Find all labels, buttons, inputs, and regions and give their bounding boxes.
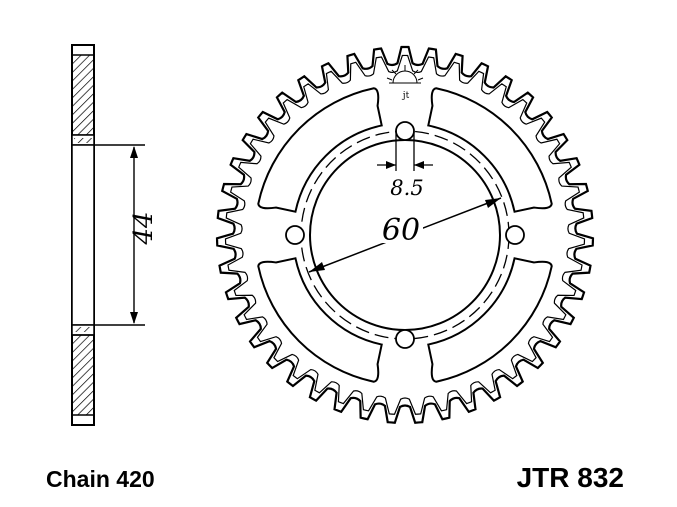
arrow-right-up-icon bbox=[485, 198, 501, 208]
arrow-left-down-icon bbox=[309, 262, 325, 272]
bolt-hole bbox=[285, 225, 305, 245]
arrow-right-icon bbox=[386, 161, 396, 169]
svg-text:jt: jt bbox=[402, 91, 410, 101]
bolt-hole bbox=[505, 225, 525, 245]
hub-width-label: 44 bbox=[129, 211, 159, 245]
chain-label: Chain 420 bbox=[46, 466, 155, 492]
profile-hatch-bottom bbox=[71, 334, 95, 416]
bolt-circle-dimension: 60 bbox=[308, 197, 502, 273]
part-number: JTR 832 bbox=[517, 462, 624, 493]
bolt-hole bbox=[395, 329, 415, 349]
bolt-hole bbox=[395, 121, 415, 141]
lightening-window bbox=[427, 257, 553, 383]
hub-width-dimension: 44 bbox=[94, 144, 159, 326]
arrow-up-icon bbox=[130, 146, 138, 158]
lightening-window bbox=[257, 87, 383, 213]
sprocket-front-view: 8.5 60 jt bbox=[215, 45, 595, 424]
arrow-down-icon bbox=[130, 312, 138, 324]
bolt-hole-dimension: 8.5 bbox=[377, 131, 433, 200]
bolt-hole-label: 8.5 bbox=[390, 176, 423, 200]
profile-hub bbox=[71, 144, 95, 326]
profile-hatch-top bbox=[71, 54, 95, 136]
bolt-circle-label: 60 bbox=[382, 213, 420, 248]
lightening-window bbox=[427, 87, 553, 213]
jt-logo-icon: jt bbox=[386, 65, 424, 101]
sprocket-tooth-inner-outline bbox=[224, 54, 586, 415]
arrow-left-icon bbox=[414, 161, 424, 169]
side-profile-view bbox=[71, 44, 95, 426]
lightening-window bbox=[257, 257, 383, 383]
